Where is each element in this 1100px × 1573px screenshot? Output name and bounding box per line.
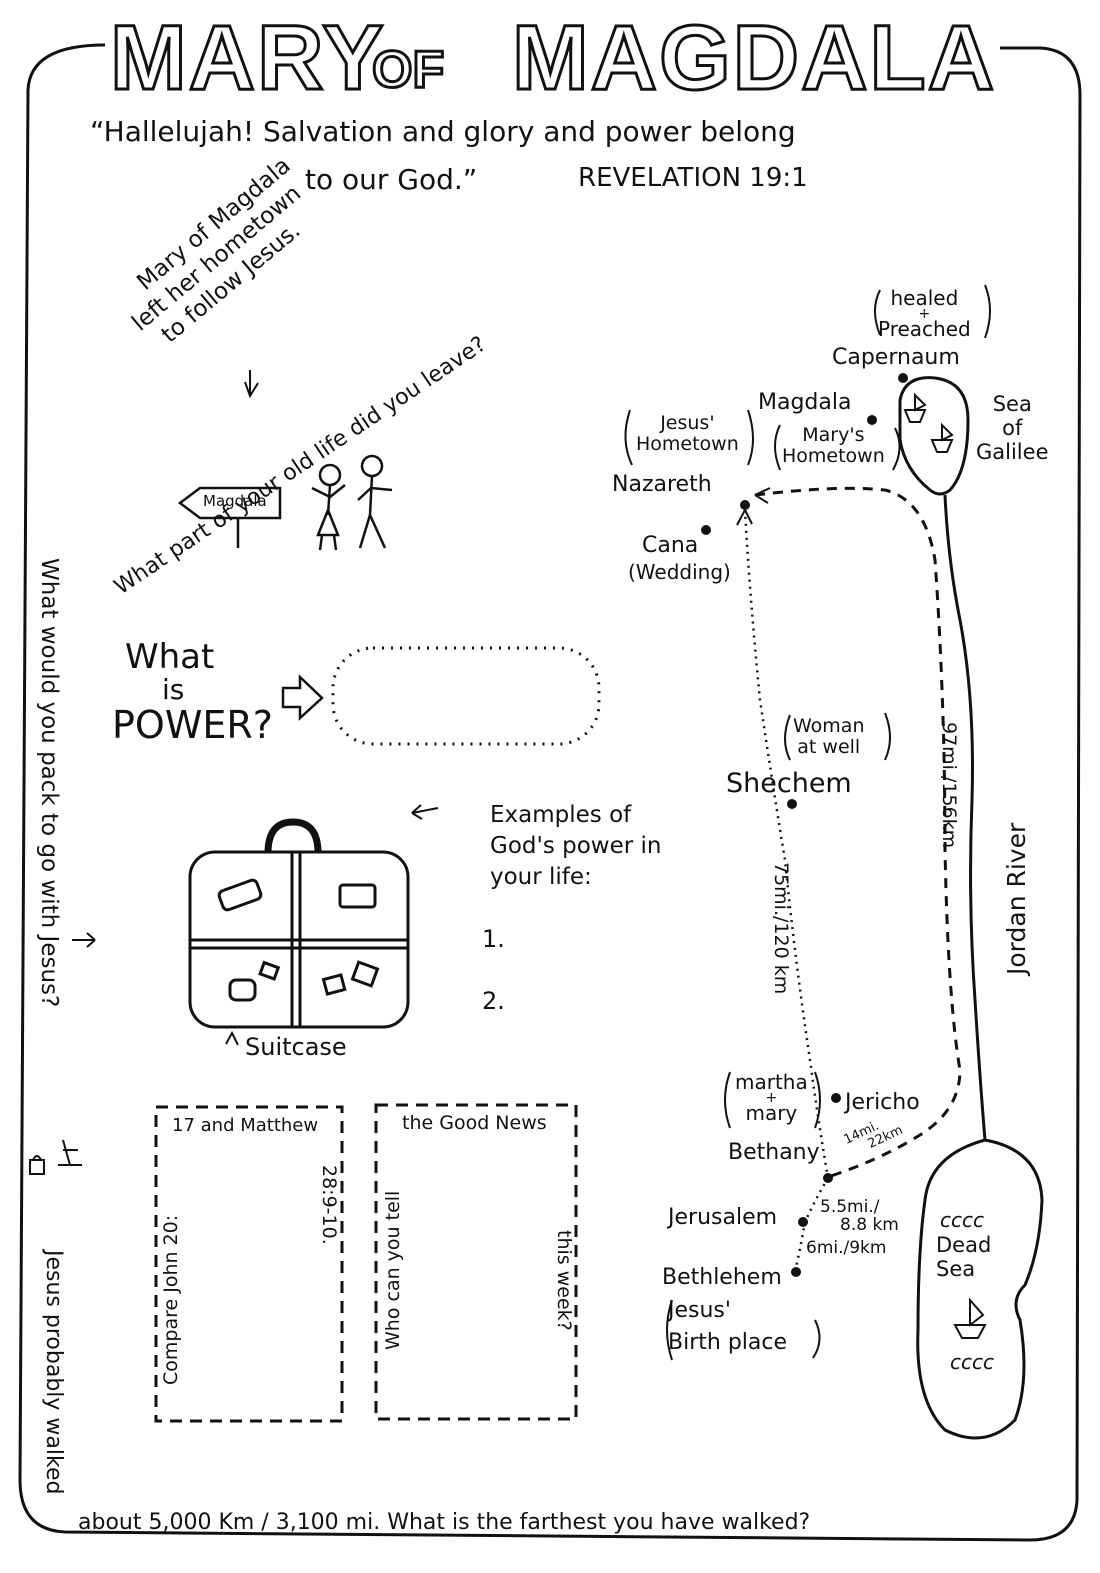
suitcase-icon: [188, 818, 410, 1029]
shechem-note-line-1: Woman: [793, 715, 865, 737]
magdala-note: Mary's Hometown: [782, 425, 885, 467]
sea-of-galilee-line-1: Sea: [992, 392, 1032, 416]
distance-east-label: 97mi./156km: [938, 722, 960, 849]
compare-box-top: 17 and Matthew: [172, 1115, 319, 1136]
power-line-1: What: [125, 637, 215, 677]
suitcase-label: Suitcase: [245, 1033, 347, 1061]
distance-west-label: 75mi./120 km: [770, 862, 792, 995]
jordan-river-label: Jordan River: [1002, 822, 1031, 975]
capernaum-note-line-3: Preached: [878, 317, 971, 341]
nazareth-note: Jesus' Hometown: [636, 413, 739, 455]
cana-note: (Wedding): [628, 560, 731, 584]
example-item-2: 2.: [482, 987, 505, 1015]
sea-of-galilee-shape: [898, 376, 970, 496]
jericho-label: Jericho: [845, 1090, 920, 1115]
power-line-3: POWER?: [112, 703, 273, 747]
page-title: MARY OF MAGDALA: [100, 6, 1000, 109]
bethany-note-line-1: martha: [735, 1070, 808, 1094]
verse-line-1: “Hallelujah! Salvation and glory and pow…: [90, 115, 796, 148]
bethlehem-note-line-2: Birth place: [668, 1330, 788, 1355]
examples-heading-line-2: God's power in: [490, 833, 662, 859]
compare-box-left: Compare John 20:: [160, 1214, 182, 1385]
power-line-2: is: [162, 673, 185, 706]
bottom-note-horizontal: about 5,000 Km / 3,100 mi. What is the f…: [78, 1510, 811, 1535]
route-west-dotted: [743, 509, 830, 1179]
bag-icon: [29, 1139, 82, 1175]
sea-of-galilee-line-2: of: [1002, 416, 1023, 440]
dead-sea-waves-top: cccc: [940, 1208, 984, 1232]
bethlehem-note-line-1: Jesus': [668, 1298, 731, 1323]
boat-icon: [953, 1297, 987, 1339]
bethany-note-line-2: +: [765, 1090, 778, 1106]
bottom-note-vertical: Jesus probably walked: [41, 1250, 66, 1495]
side-question: What would you pack to go with Jesus?: [36, 558, 62, 1008]
bethlehem-note: Jesus' Birth place: [668, 1295, 787, 1359]
shechem-note-line-2: at well: [797, 736, 861, 758]
dead-sea-line-1: Dead: [936, 1233, 992, 1257]
goodnews-box-top: the Good News: [402, 1112, 547, 1134]
sea-of-galilee-label: Sea of Galilee: [976, 392, 1049, 464]
shechem-note: Woman at well: [793, 716, 865, 758]
compare-box: [154, 1105, 344, 1423]
capernaum-note-line-2: +: [918, 306, 931, 322]
magdala-note-line-2: Hometown: [782, 445, 885, 467]
capernaum-note: healed + Preached: [878, 288, 971, 340]
goodnews-box-left: Who can you tell: [382, 1190, 404, 1350]
jordan-river-line: [943, 494, 987, 1141]
bethany-note: martha + mary: [735, 1072, 808, 1124]
power-answer-box: [331, 646, 601, 746]
nazareth-note-line-1: Jesus': [660, 412, 715, 434]
signpost-icon: [177, 486, 282, 548]
title-mary: MARY: [108, 7, 386, 109]
examples-heading: Examples of God's power in your life:: [490, 800, 661, 893]
nazareth-label: Nazareth: [612, 472, 712, 497]
magdala-label: Magdala: [758, 390, 852, 415]
example-item-1: 1.: [482, 925, 505, 953]
jerusalem-distance-line-1: 5.5mi./: [820, 1197, 880, 1217]
magdala-note-line-1: Mary's: [802, 424, 865, 446]
bethlehem-distance: 6mi./9km: [806, 1238, 887, 1258]
verse-reference: REVELATION 19:1: [578, 163, 808, 193]
capernaum-label: Capernaum: [832, 345, 960, 370]
dead-sea-line-2: Sea: [936, 1257, 976, 1281]
jerusalem-distance-line-2: 8.8 km: [840, 1215, 899, 1235]
shechem-label: Shechem: [726, 768, 852, 799]
goodnews-box: [374, 1103, 578, 1421]
sea-of-galilee-line-3: Galilee: [976, 440, 1049, 464]
bethlehem-label: Bethlehem: [662, 1265, 782, 1290]
dead-sea-waves-bottom: cccc: [950, 1350, 994, 1374]
title-magdala: MAGDALA: [510, 7, 997, 109]
cana-label: Cana: [642, 533, 699, 558]
goodnews-box-right: this week?: [553, 1230, 575, 1331]
examples-heading-line-3: your life:: [490, 864, 592, 890]
dead-sea-shape: [916, 1138, 1044, 1440]
compare-box-right: 28:9-10.: [318, 1165, 340, 1245]
capernaum-note-line-1: healed: [890, 286, 959, 310]
boat-icon: [903, 392, 954, 453]
examples-heading-line-1: Examples of: [490, 802, 632, 828]
route-east-dashed: [754, 486, 962, 1180]
bethany-note-line-3: mary: [745, 1101, 798, 1125]
nazareth-note-line-2: Hometown: [636, 433, 739, 455]
city-dots: [701, 373, 908, 1277]
signpost-label: Magdala: [203, 492, 267, 510]
verse-line-2: to our God.”: [305, 163, 478, 196]
jerusalem-distance: 5.5mi./ 8.8 km: [820, 1198, 899, 1234]
bethany-label: Bethany: [728, 1140, 820, 1165]
jerusalem-label: Jerusalem: [668, 1205, 778, 1230]
dead-sea-label: Dead Sea: [936, 1233, 991, 1281]
page-border: [18, 43, 1082, 1542]
stick-figures-icon: [311, 454, 393, 551]
arrow-right-icon: [281, 674, 324, 721]
title-of: OF: [370, 41, 445, 99]
